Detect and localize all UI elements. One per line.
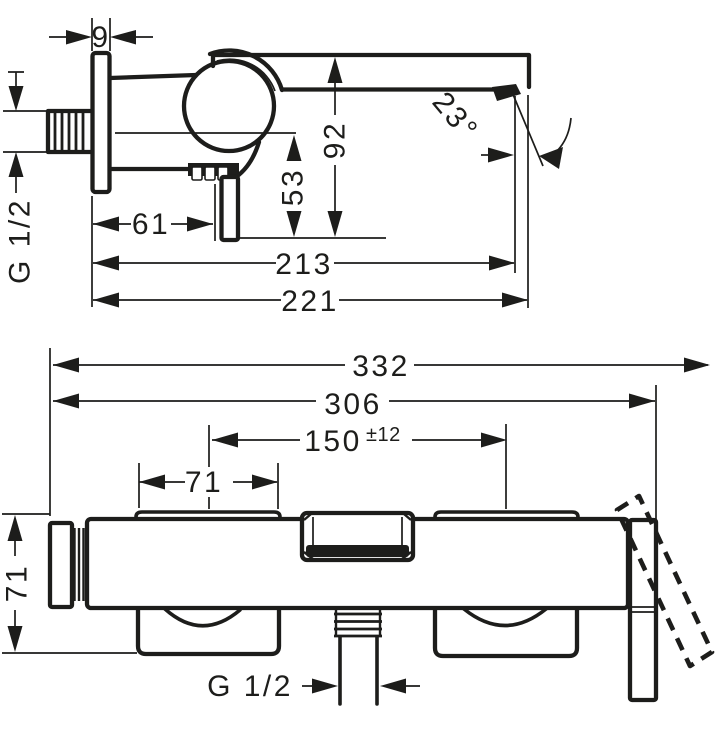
arrowhead (286, 135, 302, 161)
dim-inlet-thread: G 1/2 (3, 71, 46, 284)
arrowhead (539, 147, 563, 169)
dim-body-height: 71 (1, 513, 137, 654)
side-view: 9 G 1/2 61 213 221 (3, 18, 572, 318)
arrowhead (53, 393, 79, 409)
dim-label-71-width: 71 (185, 466, 223, 499)
bottom-left-port-cradle (163, 607, 242, 628)
supply-pipe (45, 108, 95, 155)
angle-reference-line (511, 91, 544, 167)
dim-ext-lines (208, 424, 507, 509)
spout-tip (492, 84, 521, 101)
arrowhead (489, 255, 515, 271)
lever-bracket-tab (204, 166, 216, 181)
angle-leader-curve (554, 117, 572, 154)
center-outlet-seal (306, 545, 409, 557)
supply-pipe-threads (53, 113, 85, 151)
arrowhead (629, 393, 655, 409)
bottom-right-port (432, 607, 580, 659)
front-view: 332 306 150 ±12 71 (1, 348, 715, 706)
wall-connection-block (47, 520, 75, 610)
dim-body-width: 306 (53, 388, 655, 421)
handle-shaft (627, 517, 659, 703)
dim-ext-lines (91, 18, 111, 51)
dim-label-332: 332 (352, 350, 410, 383)
dim-ext-lines (2, 513, 137, 654)
left-union-bump (134, 510, 282, 521)
dim-label-53: 53 (277, 168, 310, 206)
dim-outlet-thread: G 1/2 (207, 670, 420, 703)
dim-label-92: 92 (319, 121, 352, 159)
dim-plate-depth: 9 (49, 18, 153, 54)
body-top-edge (107, 72, 199, 81)
outlet-pipe-walls (338, 635, 379, 706)
lever-handle (219, 174, 241, 243)
arrowhead (7, 515, 23, 541)
bottom-right-port-cradle (462, 607, 548, 628)
right-union-bump (433, 510, 580, 521)
arrowhead (212, 432, 238, 448)
handle-shaft-lines (631, 606, 655, 613)
wall-connection-threads (73, 528, 85, 601)
arrowhead (252, 474, 278, 490)
spout-outline (210, 52, 532, 90)
dim-label-61: 61 (132, 208, 170, 241)
arrowhead (93, 255, 119, 271)
arrowhead (53, 357, 79, 373)
arrowhead (488, 147, 514, 163)
arrowhead (312, 678, 338, 694)
handle-lever-dashed (614, 493, 715, 669)
front-view-product (47, 385, 715, 706)
arrowhead (93, 216, 119, 232)
arrowhead (481, 432, 507, 448)
dim-label-tolerance: ±12 (366, 424, 401, 446)
arrowhead (139, 474, 165, 490)
arrowhead (8, 152, 24, 177)
dim-label-g12-outlet: G 1/2 (207, 670, 293, 703)
dim-label-150: 150 (304, 425, 362, 458)
arrowhead (684, 357, 710, 373)
spout-collar-inner-arc (216, 58, 276, 92)
arrowhead (286, 211, 302, 237)
lever-bracket-tab (191, 166, 203, 181)
outlet-pipe-threads (334, 612, 382, 638)
dim-label-213: 213 (275, 248, 333, 281)
arrowhead (502, 292, 528, 308)
cartridge-circle (181, 58, 277, 154)
dim-label-71-height: 71 (1, 564, 34, 602)
dim-label-23deg: 23° (426, 86, 485, 148)
bottom-left-port (135, 607, 282, 657)
arrowhead (187, 216, 213, 232)
arrowhead (327, 57, 343, 83)
arrowhead (110, 30, 136, 45)
arrowhead (7, 626, 23, 652)
dim-total-width: 332 (49, 348, 710, 516)
dim-label-221: 221 (281, 285, 339, 318)
wall-plate (90, 50, 112, 195)
dim-union-width: 71 (138, 463, 279, 509)
arrowhead (380, 678, 406, 694)
arrowhead (93, 292, 119, 308)
dim-vertical-drops: 53 92 (237, 57, 386, 239)
center-outlet-inner-lines (312, 517, 403, 545)
arrowhead (327, 211, 343, 237)
dim-lines (3, 71, 46, 193)
dim-lever-depth: 61 (93, 184, 216, 241)
dim-ext-lines (138, 463, 279, 509)
dim-connection-spacing: 150 ±12 (208, 424, 507, 509)
side-view-product (45, 48, 532, 243)
dim-label-g12: G 1/2 (4, 198, 37, 284)
dim-label-9: 9 (91, 21, 110, 54)
dim-label-306: 306 (324, 388, 382, 421)
arrowhead (8, 86, 24, 111)
arrowhead (66, 30, 92, 45)
center-outlet-bevels (303, 513, 412, 560)
dim-spout-depths: 213 221 (91, 95, 529, 318)
